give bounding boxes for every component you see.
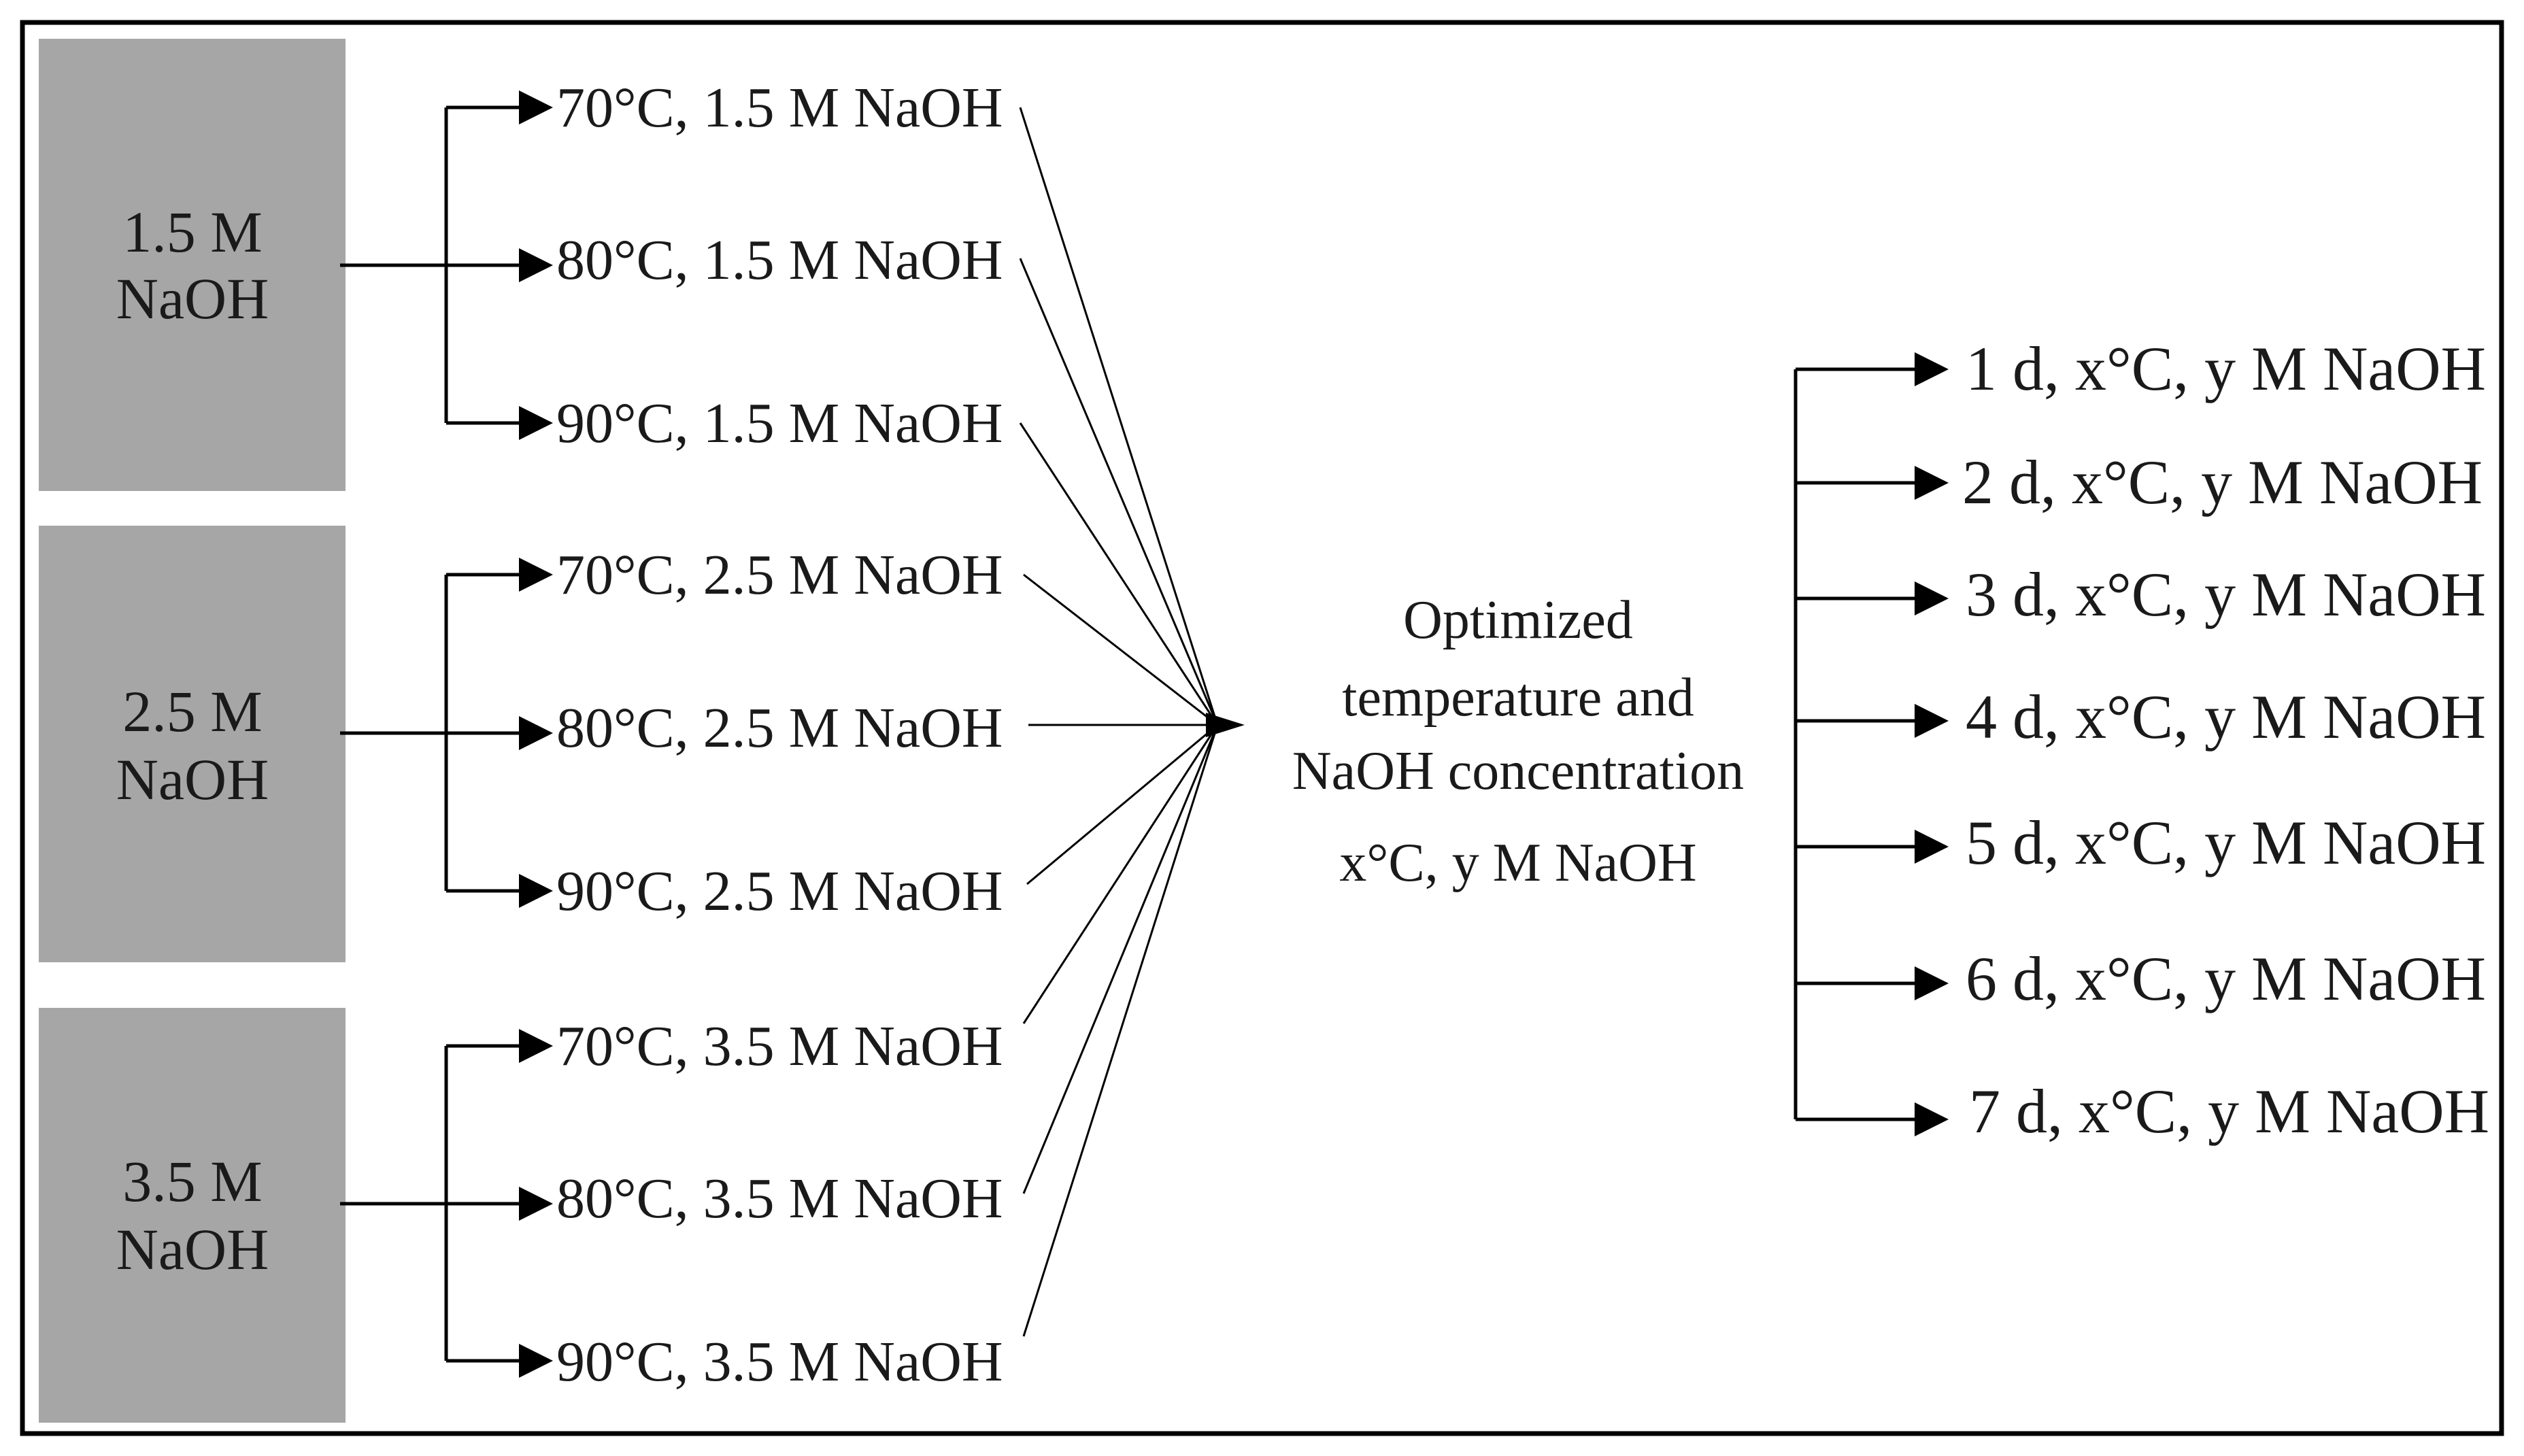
day-label: 4 d, x°C, y M NaOH xyxy=(1966,682,2486,751)
center-line-3: NaOH concentration xyxy=(1292,741,1744,801)
condition-label: 80°C, 3.5 M NaOH xyxy=(556,1167,1003,1230)
concentration-box-1-line-2: NaOH xyxy=(116,266,269,331)
outer-frame xyxy=(20,20,2504,1436)
concentration-box-1 xyxy=(39,39,346,491)
condition-label: 90°C, 3.5 M NaOH xyxy=(556,1330,1003,1393)
condition-label: 70°C, 1.5 M NaOH xyxy=(556,76,1003,139)
day-branches: 1 d, x°C, y M NaOH 2 d, x°C, y M NaOH 3 … xyxy=(1794,334,2489,1146)
concentration-box-2-line-1: 2.5 M xyxy=(122,679,262,744)
condition-label: 70°C, 2.5 M NaOH xyxy=(556,543,1003,607)
center-line-4: x°C, y M NaOH xyxy=(1339,833,1696,893)
day-label: 1 d, x°C, y M NaOH xyxy=(1966,334,2486,403)
concentration-box-2 xyxy=(39,526,346,962)
concentration-box-3-line-2: NaOH xyxy=(116,1217,269,1282)
day-label: 6 d, x°C, y M NaOH xyxy=(1966,944,2486,1013)
group-1: 1.5 M NaOH 70°C, 1.5 M NaOH 80°C, 1.5 M … xyxy=(39,39,1003,491)
concentration-box-3 xyxy=(39,1008,346,1423)
converging-lines xyxy=(1019,107,1245,1337)
concentration-box-1-line-1: 1.5 M xyxy=(122,199,262,265)
day-label: 2 d, x°C, y M NaOH xyxy=(1962,447,2483,517)
concentration-box-2-line-2: NaOH xyxy=(116,747,269,812)
center-line-1: Optimized xyxy=(1403,590,1633,650)
condition-label: 90°C, 1.5 M NaOH xyxy=(556,392,1003,455)
condition-label: 70°C, 3.5 M NaOH xyxy=(556,1015,1003,1078)
optimized-condition-label: Optimized temperature and NaOH concentra… xyxy=(1292,590,1744,893)
day-label: 3 d, x°C, y M NaOH xyxy=(1966,560,2486,629)
convergence-arrowhead xyxy=(1206,713,1245,737)
day-label: 5 d, x°C, y M NaOH xyxy=(1966,808,2486,877)
condition-label: 80°C, 1.5 M NaOH xyxy=(556,228,1003,292)
group-3: 3.5 M NaOH 70°C, 3.5 M NaOH 80°C, 3.5 M … xyxy=(39,1008,1003,1423)
concentration-box-3-line-1: 3.5 M xyxy=(122,1149,262,1214)
day-label: 7 d, x°C, y M NaOH xyxy=(1969,1077,2489,1146)
condition-label: 90°C, 2.5 M NaOH xyxy=(556,860,1003,923)
group-2: 2.5 M NaOH 70°C, 2.5 M NaOH 80°C, 2.5 M … xyxy=(39,526,1003,962)
condition-label: 80°C, 2.5 M NaOH xyxy=(556,696,1003,760)
center-line-2: temperature and xyxy=(1342,668,1694,728)
